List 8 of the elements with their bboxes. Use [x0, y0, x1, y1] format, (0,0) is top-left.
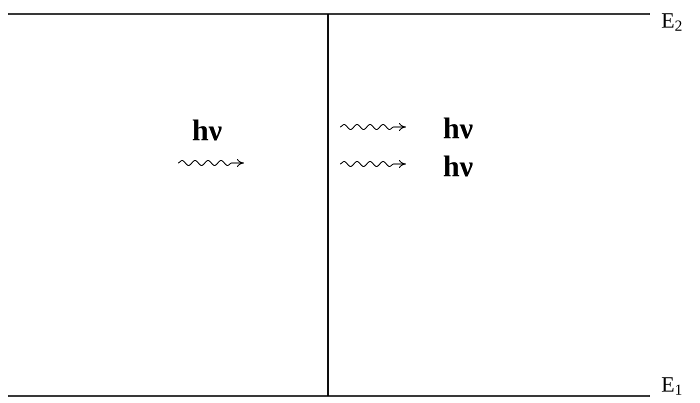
energy-level-label: E$_{2}$: [662, 13, 682, 31]
energy-level-line: [7, 13, 651, 15]
photon-label: hν: [444, 155, 473, 177]
photon-label: hν: [192, 119, 222, 141]
transition-line: [327, 14, 329, 396]
photon-label: hν: [444, 117, 473, 139]
energy-level-line: [7, 395, 651, 397]
energy-level-label: E$_{1}$: [662, 377, 682, 395]
